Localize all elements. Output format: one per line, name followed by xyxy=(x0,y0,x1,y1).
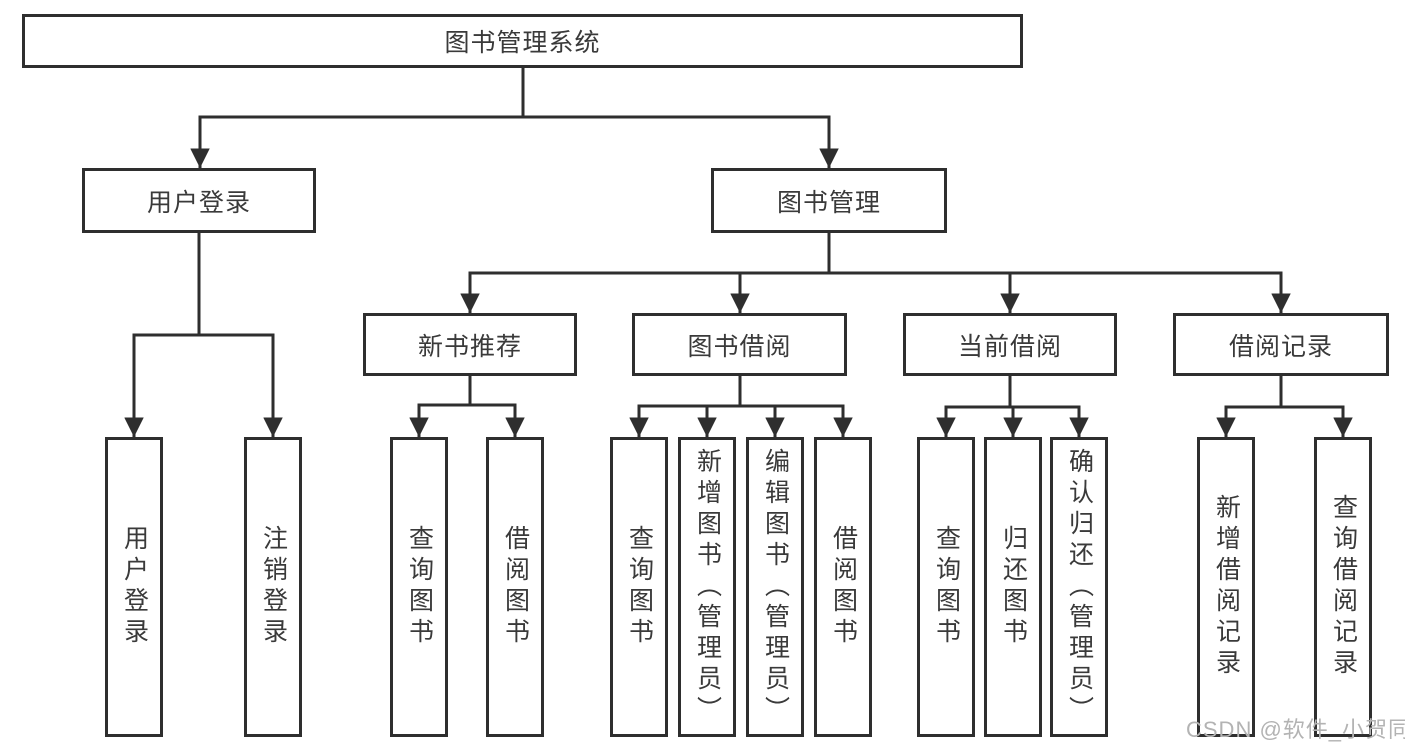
leaf-user-login: 用户登录 xyxy=(105,437,163,737)
node-book-management: 图书管理 xyxy=(711,168,947,233)
leaf-query-books-borrowing: 查询图书 xyxy=(610,437,668,737)
leaf-confirm-return-admin: 确认归还（管理员） xyxy=(1050,437,1108,737)
node-root: 图书管理系统 xyxy=(22,14,1023,68)
leaf-borrow-books-borrowing: 借阅图书 xyxy=(814,437,872,737)
node-book-borrowing: 图书借阅 xyxy=(632,313,847,376)
leaf-query-borrow-record: 查询借阅记录 xyxy=(1314,437,1372,737)
node-new-book-recommend: 新书推荐 xyxy=(363,313,577,376)
leaf-add-borrow-record: 新增借阅记录 xyxy=(1197,437,1255,737)
node-borrowing-records: 借阅记录 xyxy=(1173,313,1389,376)
leaf-return-books: 归还图书 xyxy=(984,437,1042,737)
leaf-query-books-current: 查询图书 xyxy=(917,437,975,737)
watermark: CSDN @软件_小贺同学 xyxy=(1186,717,1405,742)
node-user-login: 用户登录 xyxy=(82,168,316,233)
leaf-edit-books-admin: 编辑图书（管理员） xyxy=(746,437,804,737)
leaf-borrow-books-recommend: 借阅图书 xyxy=(486,437,544,737)
leaf-query-books-recommend: 查询图书 xyxy=(390,437,448,737)
leaf-add-books-admin: 新增图书（管理员） xyxy=(678,437,736,737)
connector-skeleton xyxy=(132,66,1345,409)
leaf-logout: 注销登录 xyxy=(244,437,302,737)
node-current-borrowing: 当前借阅 xyxy=(903,313,1117,376)
